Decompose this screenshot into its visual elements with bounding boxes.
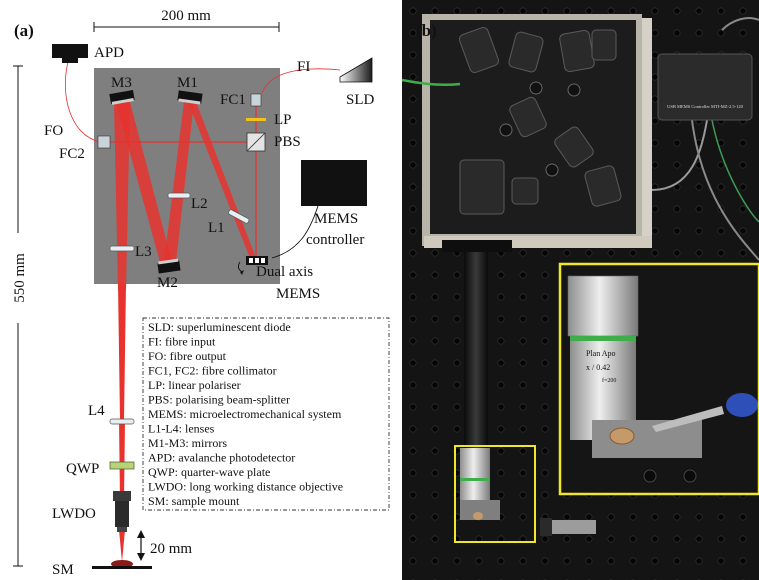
scale-bar-left: 550 mm [8,65,28,567]
lens-l3 [109,245,135,252]
collimator-fc2 [97,135,111,149]
legend-item: LWDO: long working distance objective [148,480,343,494]
lens-text-3: f=200 [602,377,616,384]
label-mems-2: MEMS [276,286,320,302]
label-l1: L1 [208,220,225,236]
beam-down-lower [119,420,125,500]
label-fo: FO [44,123,63,139]
scale-left-label: 550 mm [12,253,28,303]
collimator-fc1 [250,93,262,107]
photo-tube [464,248,488,448]
setup-photograph: USB MEMS Controller MTI-MZ-2.5-120 Plan … [402,0,759,580]
label-fc2: FC2 [59,146,85,162]
mirror-m2 [157,258,181,274]
photo-knob [529,81,543,95]
legend-item: FI: fibre input [148,335,216,349]
photo-cable [711,119,759,223]
legend-item: L1-L4: lenses [148,422,215,436]
zoom-inset: Plan Apo x / 0.42 f=200 [558,262,759,496]
scale-bar-top: 200 mm [93,8,280,32]
label-mems-controller-2: controller [306,232,364,248]
mems-controller-box [301,160,367,206]
label-l3: L3 [135,244,152,260]
label-lp: LP [274,112,292,128]
linear-polariser [246,118,266,121]
label-l2: L2 [191,196,208,212]
lens-l2 [167,192,191,199]
legend-item: SLD: superluminescent diode [148,320,291,334]
photo-cable [721,17,759,31]
scale-bottom-label: 20 mm [150,541,192,557]
highlight-box-small [454,445,536,543]
photo-mems-controller: USB MEMS Controller MTI-MZ-2.5-120 [657,53,753,121]
beam-focus [119,530,125,562]
mirror-m3 [109,89,135,105]
legend-item: PBS: polarising beam-splitter [148,393,290,407]
label-m2: M2 [157,275,178,291]
label-mems-1: Dual axis [256,264,313,280]
mirror-m1 [177,90,203,105]
optical-diagram: (a) 200 mm 550 mm [8,8,390,578]
label-qwp: QWP [66,461,99,477]
scale-top-label: 200 mm [161,8,211,24]
photo-mounts [458,26,622,215]
legend-item: QWP: quarter-wave plate [148,465,270,479]
beam-down-upper [118,284,126,420]
legend-item: LP: linear polariser [148,378,241,392]
lens-l1 [228,209,250,224]
mems-mirror [237,256,268,275]
legend-item: M1-M3: mirrors [148,436,227,450]
label-pbs: PBS [274,134,301,150]
photo-knob [545,163,559,177]
photo-cable [651,119,708,191]
quarter-wave-plate [109,461,135,470]
legend-item: SM: sample mount [148,494,240,508]
label-apd: APD [94,45,124,61]
label-fi: FI [297,59,310,75]
label-lwdo: LWDO [52,506,96,522]
controller-text: USB MEMS Controller MTI-MZ-2.5-120 [667,104,743,109]
legend-box [142,317,390,511]
label-mems-controller-1: MEMS [314,211,358,227]
legend-item: MEMS: microelectromechanical system [148,407,342,421]
photo-knob [499,123,513,137]
lens-l4 [109,418,135,425]
panel-b-label: (b) [416,21,437,40]
label-fc1: FC1 [220,92,246,108]
lens-text-1: Plan Apo [586,349,616,358]
panel-a-label: (a) [14,21,34,40]
photo-connector [540,518,596,536]
working-distance-arrow [137,530,145,561]
photo-objective-small [460,448,500,520]
label-sm: SM [52,562,74,578]
legend-entries: SLD: superluminescent diode FI: fibre in… [148,320,343,508]
legend-item: APD: avalanche photodetector [148,451,295,465]
lens-text-2: x / 0.42 [586,363,610,372]
photo-cable [691,119,759,261]
mems-cable [271,205,319,259]
label-sld: SLD [346,92,375,108]
beam-splitter-pbs [246,132,266,152]
legend-item: FO: fibre output [148,349,227,363]
sld-source [339,57,373,83]
fibre-input [261,68,341,94]
photo-fibre [402,78,461,87]
objective-lwdo [113,491,131,532]
label-m3: M3 [111,75,132,91]
fibre-output [65,61,101,143]
legend-item: FC1, FC2: fibre collimator [148,364,277,378]
photo-tube-mount [442,240,512,252]
photo-knob [567,83,581,97]
label-m1: M1 [177,75,198,91]
sample-mount [92,560,152,569]
label-l4: L4 [88,403,105,419]
apd-detector [52,44,88,63]
